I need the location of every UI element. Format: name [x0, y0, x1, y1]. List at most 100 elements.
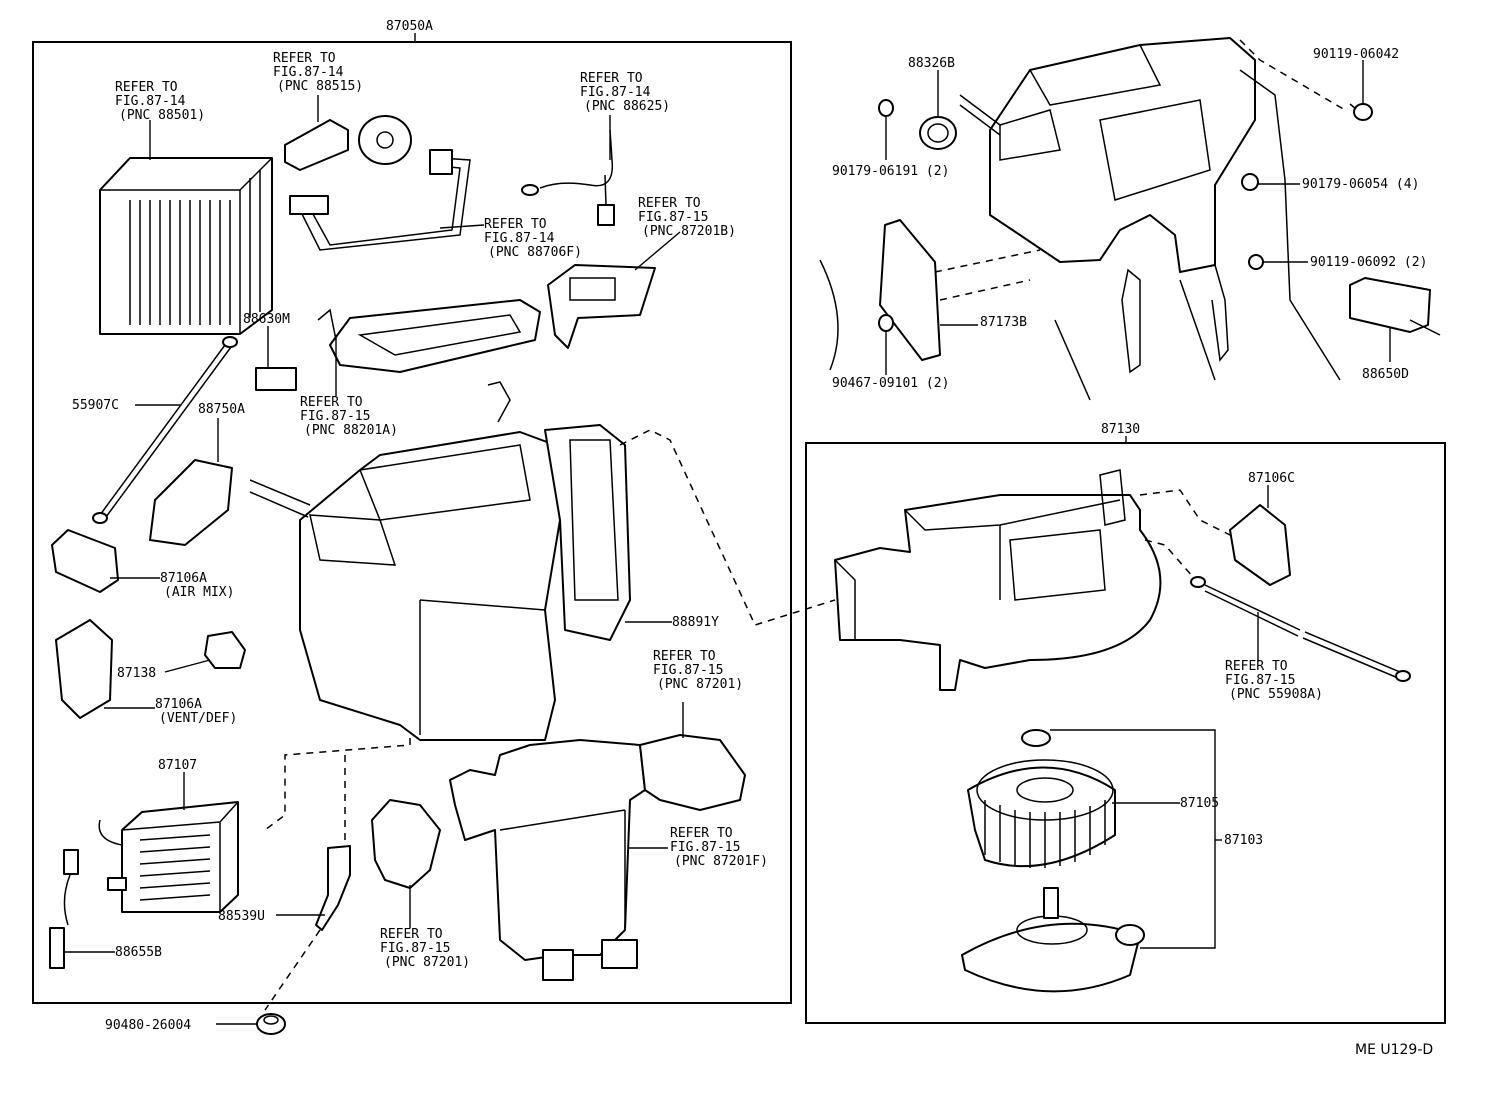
duct-seal-label: 88891Y [672, 615, 719, 630]
case-piece-87201b-refer-line3: (PNC 87201B) [642, 224, 736, 239]
air-mix-servo-drawing [51, 529, 119, 593]
connection-dash-servo [1139, 489, 1241, 541]
cooler-pipe-drawing [289, 149, 471, 251]
drain-tray-refer-line2: FIG.87-15 [300, 409, 370, 424]
drain-tray-refer-line1: REFER TO [300, 395, 363, 410]
drain-tray-refer-line3: (PNC 88201A) [304, 423, 398, 438]
bracket-87173b-drawing [879, 219, 941, 361]
vent-def-servo-note: (VENT/DEF) [159, 711, 237, 726]
drain-tray-drawing [317, 299, 541, 373]
duct-bottom-refer-line1: REFER TO [380, 927, 443, 942]
case-piece-87201b-refer-line2: FIG.87-15 [638, 210, 708, 225]
connection-dash-bracket-mid [939, 279, 1031, 301]
connection-dash-cable [1144, 539, 1201, 586]
duct-top-refer-line2: FIG.87-15 [653, 663, 723, 678]
cooler-pipe-refer-line1: REFER TO [484, 217, 547, 232]
bracket-87138-label: 87138 [117, 666, 156, 681]
thermistor-refer-line3: (PNC 88625) [584, 99, 670, 114]
drain-hose-drawing [315, 845, 351, 931]
module-88650d-label: 88650D [1362, 367, 1409, 382]
expansion-valve-drawing [284, 115, 412, 171]
blower-cable-refer-line2: FIG.87-15 [1225, 673, 1295, 688]
blower-cable-refer-line1: REFER TO [1225, 659, 1288, 674]
heater-core-drawing [98, 801, 239, 913]
installed-unit-drawing [819, 37, 1341, 401]
heater-core-label: 87107 [158, 758, 197, 773]
vent-def-servo-drawing [55, 619, 113, 719]
cooler-pipe-refer-line3: (PNC 88706F) [488, 245, 582, 260]
clip-90467-label: 90467-09101 (2) [832, 376, 949, 391]
grommet-label: 90480-26004 [105, 1018, 191, 1033]
nut-90179-06054-label: 90179-06054 (4) [1302, 177, 1419, 192]
thermistor-refer-line1: REFER TO [580, 71, 643, 86]
evaporator-drawing [99, 157, 273, 335]
blower-assembly-label: 87130 [1101, 422, 1140, 437]
duct-f-refer-line3: (PNC 87201F) [674, 854, 768, 869]
thermistor-refer-line2: FIG.87-14 [580, 85, 651, 100]
module-88650d-drawing [1349, 277, 1441, 336]
evaporator-refer-line3: (PNC 88501) [119, 108, 205, 123]
screw-90119-06092-label: 90119-06092 (2) [1310, 255, 1427, 270]
fan-87105-drawing [967, 729, 1116, 868]
blower-case-drawing [834, 469, 1162, 691]
fan-87105-label: 87105 [1180, 796, 1219, 811]
actuator-board-label: 88750A [198, 402, 245, 417]
grommet-drawing [256, 1013, 286, 1035]
duct-bottom-refer-line2: FIG.87-15 [380, 941, 450, 956]
nut-90179-06191-drawing [878, 99, 894, 117]
air-mix-servo-label: 87106A [160, 571, 207, 586]
sensor-88655b-drawing [49, 849, 79, 969]
screw-90119-06042-label: 90119-06042 [1313, 47, 1399, 62]
servo-87106c-label: 87106C [1248, 471, 1295, 486]
heater-assembly-frame [32, 41, 792, 1004]
diagram-reference-code: ME U129-D [1355, 1042, 1433, 1058]
actuator-board-drawing [149, 459, 233, 546]
thermistor-drawing [521, 129, 615, 226]
evaporator-refer-line2: FIG.87-14 [115, 94, 186, 109]
duct-bottom-refer-line3: (PNC 87201) [384, 955, 470, 970]
servo-87106c-drawing [1229, 504, 1291, 586]
nut-90179-06054-drawing [1241, 173, 1259, 191]
duct-top-refer-line3: (PNC 87201) [657, 677, 743, 692]
expansion-valve-refer-line2: FIG.87-14 [273, 65, 344, 80]
case-piece-87201b-refer-line1: REFER TO [638, 196, 701, 211]
blower-cable-drawing [1190, 576, 1411, 682]
connection-dash-core [264, 738, 411, 831]
cooler-pipe-leader [439, 224, 485, 229]
bracket-87138-leader [164, 659, 211, 673]
evaporator-refer-line1: REFER TO [115, 80, 178, 95]
heater-assembly-label: 87050A [386, 19, 433, 34]
relay-label: 88630M [243, 312, 290, 327]
relay-drawing [255, 367, 297, 391]
heater-unit-case-drawing [249, 381, 631, 741]
connection-dash-screw [1239, 39, 1346, 111]
connection-dash-grommet [264, 929, 321, 1011]
duct-f-refer-line2: FIG.87-15 [670, 840, 740, 855]
motor-87103-label: 87103 [1224, 833, 1263, 848]
clip-90467-drawing [878, 314, 894, 332]
bracket-87138-drawing [204, 631, 246, 669]
screw-90119-06092-drawing [1248, 254, 1264, 270]
bracket-87173b-label: 87173B [980, 315, 1027, 330]
screw-90119-06042-drawing [1349, 103, 1373, 121]
grommet-88326b-label: 88326B [908, 56, 955, 71]
duct-top-refer-line1: REFER TO [653, 649, 716, 664]
cooler-pipe-refer-line2: FIG.87-14 [484, 231, 555, 246]
duct-f-refer-line1: REFER TO [670, 826, 733, 841]
case-piece-87201b-drawing [547, 264, 656, 349]
control-cable-drawing [92, 336, 238, 524]
sensor-88655b-label: 88655B [115, 945, 162, 960]
blower-cable-refer-line3: (PNC 55908A) [1229, 687, 1323, 702]
grommet-88326b-drawing [919, 116, 957, 150]
control-cable-label: 55907C [72, 398, 119, 413]
expansion-valve-refer-line3: (PNC 88515) [277, 79, 363, 94]
case-piece-87201b-leader [634, 231, 681, 271]
nut-90179-06191-label: 90179-06191 (2) [832, 164, 949, 179]
motor-87103-bracket-leader [1050, 729, 1216, 949]
drain-hose-label: 88539U [218, 909, 265, 924]
expansion-valve-refer-line1: REFER TO [273, 51, 336, 66]
heater-duct-drawing [371, 734, 746, 981]
connection-dash-bracket-top [934, 249, 1041, 273]
vent-def-servo-label: 87106A [155, 697, 202, 712]
